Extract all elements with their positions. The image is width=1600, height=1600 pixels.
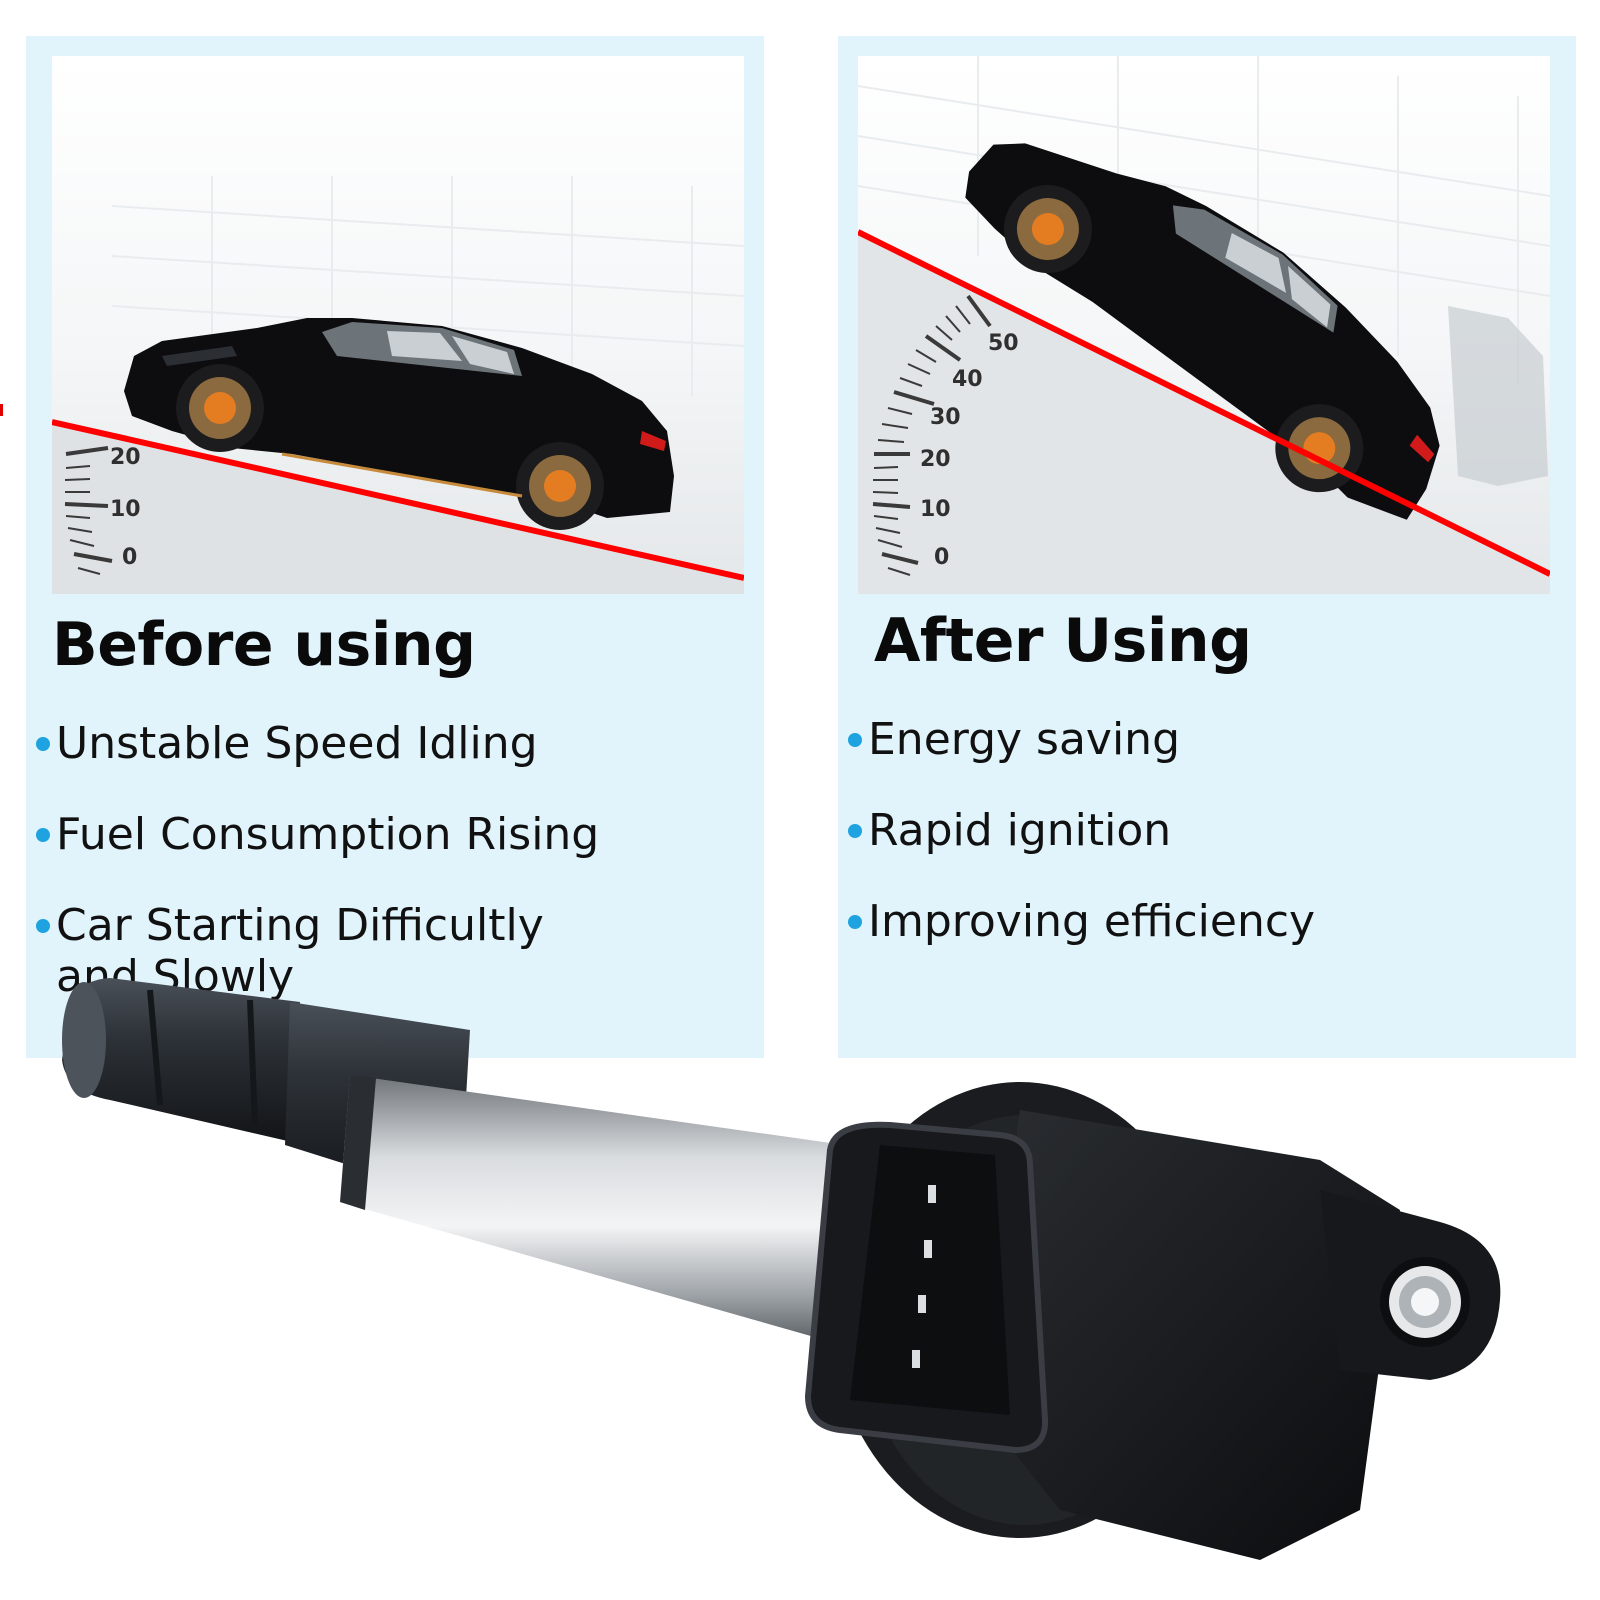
gauge-label-0: 0	[934, 545, 949, 570]
before-feature-list: Unstable Speed Idling Fuel Consumption R…	[36, 718, 636, 1042]
car-icon	[124, 318, 674, 530]
bullet-dot-icon	[848, 733, 862, 747]
ground	[52, 424, 744, 594]
list-item: Energy saving	[848, 714, 1448, 765]
edge-mark	[0, 404, 3, 416]
bullet-dot-icon	[36, 919, 50, 933]
gauge-label-30: 30	[930, 405, 961, 430]
before-car-photo: 20 10 0	[52, 56, 744, 594]
gauge-label-20: 20	[920, 447, 951, 472]
speed-gauge	[872, 294, 992, 576]
gauge-label-10: 10	[110, 497, 141, 522]
bullet-dot-icon	[848, 824, 862, 838]
coil-tube	[340, 1075, 880, 1350]
list-item: Improving efficiency	[848, 896, 1448, 947]
gauge-label-50: 50	[988, 331, 1019, 356]
gauge-label-0: 0	[122, 545, 137, 570]
slope-line	[858, 229, 1550, 577]
gauge-label-10: 10	[920, 497, 951, 522]
before-heading: Before using	[52, 610, 476, 680]
before-panel: 20 10 0 Before using Unstable Speed Idli…	[26, 36, 764, 1058]
after-car-photo: 50 40 30 20 10 0	[858, 56, 1550, 594]
coil-head	[980, 1110, 1400, 1560]
bullet-dot-icon	[848, 915, 862, 929]
bullet-dot-icon	[36, 737, 50, 751]
mounting-ear	[1320, 1190, 1501, 1380]
gauge-label-40: 40	[952, 367, 983, 392]
before-car-illustration: 20 10 0	[52, 176, 744, 594]
speed-gauge	[64, 446, 113, 575]
slope-line	[52, 419, 744, 581]
bullet-dot-icon	[36, 828, 50, 842]
list-item: Rapid ignition	[848, 805, 1448, 856]
motion-blur	[1448, 306, 1548, 486]
after-heading: After Using	[874, 606, 1252, 676]
car-icon	[965, 143, 1440, 520]
after-feature-list: Energy saving Rapid ignition Improving e…	[848, 714, 1448, 987]
list-item: Fuel Consumption Rising	[36, 809, 636, 860]
gauge-label-20: 20	[110, 445, 141, 470]
electrical-connector-icon	[804, 1121, 1049, 1454]
after-panel: 50 40 30 20 10 0 After Using Energy savi…	[838, 36, 1576, 1058]
ignition-coil-icon	[62, 978, 1501, 1560]
list-item: Unstable Speed Idling	[36, 718, 636, 769]
after-car-illustration: 50 40 30 20 10 0	[858, 56, 1550, 594]
